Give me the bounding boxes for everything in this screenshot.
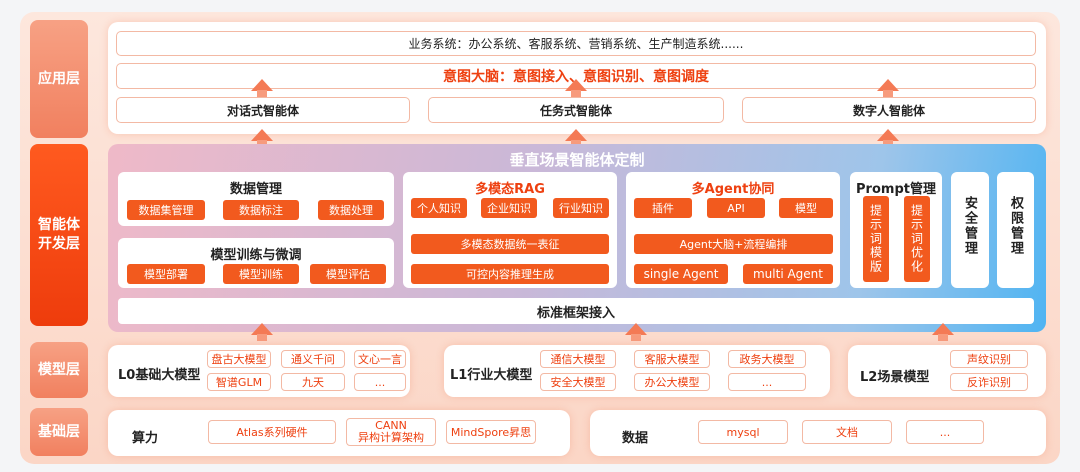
layer-label-base: 基础层 <box>30 408 88 456</box>
arrow-up-icon <box>877 79 899 97</box>
chip-prompt-optimize: 提示词优化 <box>904 196 930 282</box>
chip-api: API <box>707 198 765 218</box>
agent-conversational: 对话式智能体 <box>116 97 410 123</box>
arrow-up-icon <box>625 323 647 341</box>
chip-security-model: 安全大模型 <box>540 373 616 391</box>
arrow-up-icon <box>932 323 954 341</box>
chip-telecom-model: 通信大模型 <box>540 350 616 368</box>
chip-mysql: mysql <box>698 420 788 444</box>
arrow-up-icon <box>251 79 273 97</box>
chip-model-eval: 模型评估 <box>310 264 386 284</box>
prompt-title: Prompt管理 <box>856 182 936 197</box>
chip-office-model: 办公大模型 <box>634 373 710 391</box>
chip-enterprise-knowledge: 企业知识 <box>481 198 537 218</box>
chip-mindspore: MindSpore昇思 <box>446 420 536 444</box>
chip-tongyi: 通义千问 <box>281 350 345 368</box>
training-title: 模型训练与微调 <box>210 248 302 263</box>
chip-documents: 文档 <box>802 420 892 444</box>
compute-label: 算力 <box>132 431 159 446</box>
l0-label: L0基础大模型 <box>118 368 201 383</box>
chip-jiutian: 九天 <box>281 373 345 391</box>
layer-label-model: 模型层 <box>30 342 88 398</box>
agent-task: 任务式智能体 <box>428 97 724 123</box>
chip-model-deploy: 模型部署 <box>127 264 205 284</box>
chip-l0-more: ... <box>354 373 406 391</box>
chip-single-agent: single Agent <box>634 264 728 284</box>
arrow-up-icon <box>565 79 587 97</box>
dev-layer-title: 垂直场景智能体定制 <box>509 151 645 169</box>
chip-l1-more: ... <box>728 373 806 391</box>
chip-multimodal-repr: 多模态数据统一表征 <box>411 234 609 254</box>
layer-label-app: 应用层 <box>30 20 88 138</box>
chip-anti-fraud: 反诈识别 <box>950 373 1028 391</box>
data-label: 数据 <box>622 431 649 446</box>
chip-industry-knowledge: 行业知识 <box>553 198 609 218</box>
chip-service-model: 客服大模型 <box>634 350 710 368</box>
chip-controlled-generation: 可控内容推理生成 <box>411 264 609 284</box>
layer-label-dev: 智能体开发层 <box>30 144 88 326</box>
arrow-up-icon <box>877 129 899 147</box>
multi-agent-title: 多Agent协同 <box>691 182 775 197</box>
chip-dataset-mgmt: 数据集管理 <box>127 200 205 220</box>
chip-pangu: 盘古大模型 <box>207 350 271 368</box>
chip-data-process: 数据处理 <box>318 200 384 220</box>
l1-label: L1行业大模型 <box>450 368 533 383</box>
chip-multi-agent: multi Agent <box>743 264 833 284</box>
chip-cann: CANN 异构计算架构 <box>346 418 436 446</box>
business-systems-bar: 业务系统：办公系统、客服系统、营销系统、生产制造系统...... <box>116 31 1036 56</box>
agent-digital-human: 数字人智能体 <box>742 97 1036 123</box>
security-box <box>951 172 989 288</box>
security-label: 安全管理 <box>962 196 977 256</box>
chip-wenxin: 文心一言 <box>354 350 406 368</box>
chip-voiceprint: 声纹识别 <box>950 350 1028 368</box>
permission-box <box>997 172 1034 288</box>
arrow-up-icon <box>251 323 273 341</box>
chip-prompt-template: 提示词模版 <box>863 196 889 282</box>
chip-agent-brain: Agent大脑+流程编排 <box>634 234 833 254</box>
chip-glm: 智谱GLM <box>207 373 271 391</box>
chip-plugin: 插件 <box>634 198 692 218</box>
chip-data-label: 数据标注 <box>223 200 299 220</box>
chip-data-more: ... <box>906 420 984 444</box>
l2-label: L2场景模型 <box>860 370 930 385</box>
chip-gov-model: 政务大模型 <box>728 350 806 368</box>
chip-personal-knowledge: 个人知识 <box>411 198 467 218</box>
data-mgmt-title: 数据管理 <box>229 182 282 197</box>
standard-framework-bar: 标准框架接入 <box>118 298 1034 324</box>
chip-model-train: 模型训练 <box>223 264 299 284</box>
permission-label: 权限管理 <box>1008 196 1023 256</box>
arrow-up-icon <box>251 129 273 147</box>
chip-model: 模型 <box>779 198 833 218</box>
rag-title: 多模态RAG <box>475 182 545 197</box>
chip-atlas: Atlas系列硬件 <box>208 420 336 444</box>
arrow-up-icon <box>565 129 587 147</box>
